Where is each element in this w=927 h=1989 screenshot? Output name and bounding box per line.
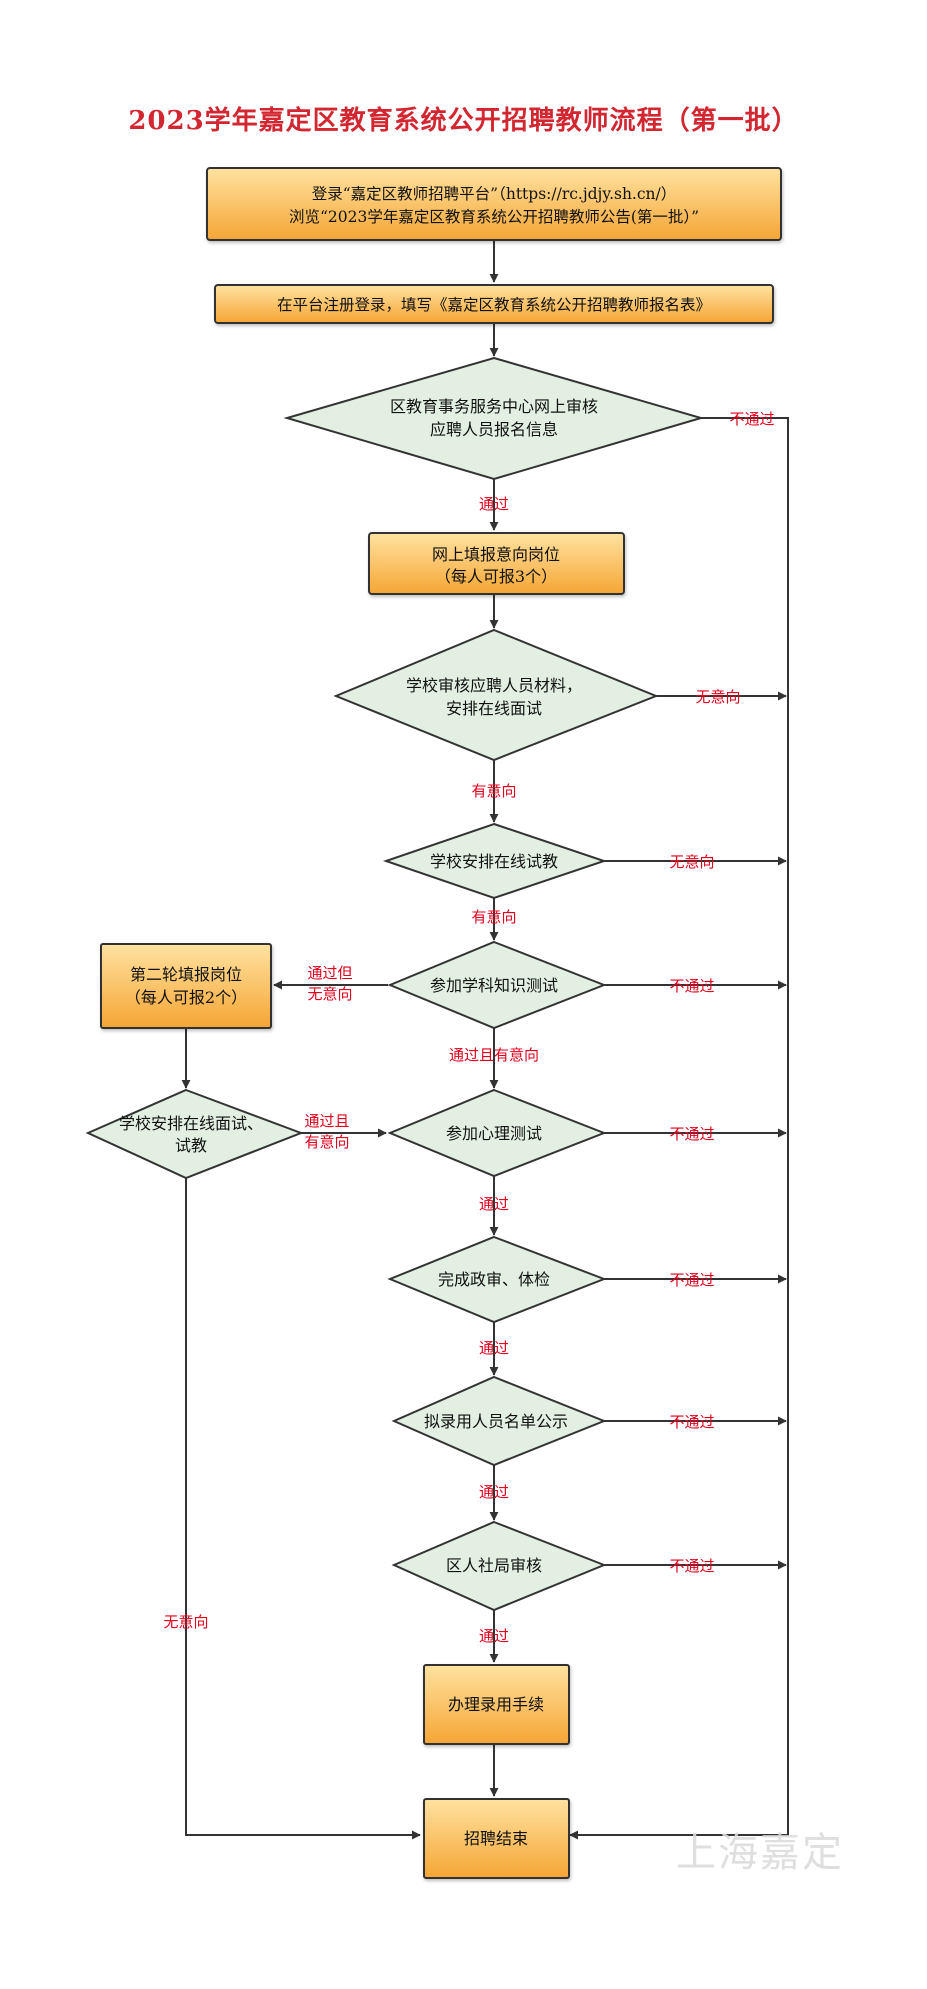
- edge-second-interview-end: [185, 1178, 421, 1840]
- node-end: [423, 1798, 570, 1879]
- node-politics-check-text: 完成政审、体检: [438, 1270, 550, 1289]
- node-register: [214, 284, 774, 324]
- node-apply-text-1: 网上填报意向岗位: [432, 545, 560, 564]
- node-register-text: 在平台注册登录，填写《嘉定区教育系统公开招聘教师报名表》: [277, 296, 711, 314]
- label-fail-review: 不通过: [729, 410, 774, 428]
- label-pass-intent-subject: 通过且有意向: [449, 1046, 539, 1064]
- label-no-intent-second: 无意向: [163, 1613, 208, 1631]
- node-hr-review-text: 区人社局审核: [446, 1556, 542, 1575]
- label-pass-publicity: 通过: [479, 1483, 509, 1501]
- node-subject-test: [387, 940, 607, 1030]
- page-title: 2023学年嘉定区教育系统公开招聘教师流程（第一批）: [128, 106, 799, 136]
- label-pass-psych: 通过: [479, 1195, 509, 1213]
- label-fail-psych: 不通过: [669, 1125, 714, 1143]
- node-login: [206, 167, 782, 241]
- label-no-intent-school: 无意向: [695, 688, 740, 706]
- node-subject-test-text: 参加学科知识测试: [430, 976, 558, 995]
- node-second-round-text-1: 第二轮填报岗位: [130, 965, 242, 984]
- node-review-text-2: 应聘人员报名信息: [430, 420, 558, 439]
- node-trial-teach: [382, 822, 608, 900]
- node-login-text-2: 浏览“2023学年嘉定区教育系统公开招聘教师公告(第一批）”: [289, 208, 699, 226]
- label-intent-trial: 有意向: [471, 908, 516, 926]
- node-hire: [423, 1664, 570, 1745]
- label-pass-hr: 通过: [479, 1627, 509, 1645]
- node-hire-text: 办理录用手续: [448, 1695, 544, 1714]
- label-pass-politics: 通过: [479, 1339, 509, 1357]
- node-publicity-text: 拟录用人员名单公示: [424, 1412, 568, 1431]
- label-pass-no-intent-1: 通过但: [307, 964, 352, 982]
- node-hr-review: [391, 1520, 607, 1612]
- node-second-interview-text-2: 试教: [175, 1136, 207, 1155]
- node-apply-text-2: （每人可报3个）: [435, 567, 557, 586]
- label-fail-hr: 不通过: [669, 1557, 714, 1575]
- label-intent-school: 有意向: [471, 782, 516, 800]
- edge-review-fail-rail: [569, 417, 789, 1840]
- label-fail-publicity: 不通过: [669, 1413, 714, 1431]
- node-psych-test: [387, 1088, 607, 1178]
- node-review-text-1: 区教育事务服务中心网上审核: [390, 397, 598, 416]
- node-psych-test-text: 参加心理测试: [446, 1124, 542, 1143]
- node-apply: [368, 532, 625, 595]
- label-pass-intent-second-1: 通过且: [304, 1112, 349, 1130]
- label-pass-no-intent-2: 无意向: [307, 985, 352, 1003]
- node-second-round-text-2: （每人可报2个）: [125, 988, 247, 1007]
- watermark-logo: 上海嘉定: [676, 1830, 844, 1876]
- node-second-interview: [85, 1088, 304, 1180]
- label-pass-review: 通过: [479, 495, 509, 513]
- label-no-intent-trial: 无意向: [669, 853, 714, 871]
- node-politics-check: [387, 1235, 607, 1324]
- node-school-review-text-1: 学校审核应聘人员材料，: [406, 676, 582, 695]
- node-second-round: [100, 943, 272, 1029]
- node-school-review-text-2: 安排在线面试: [446, 699, 542, 718]
- node-trial-teach-text: 学校安排在线试教: [430, 852, 558, 871]
- label-pass-intent-second-2: 有意向: [304, 1133, 349, 1151]
- node-publicity: [391, 1375, 607, 1467]
- label-fail-subject: 不通过: [669, 977, 714, 995]
- node-end-text: 招聘结束: [464, 1829, 528, 1848]
- node-review: [283, 356, 705, 481]
- label-fail-politics: 不通过: [669, 1271, 714, 1289]
- node-school-review: [333, 628, 659, 762]
- node-login-text-1: 登录“嘉定区教师招聘平台”（https://rc.jdjy.sh.cn/）: [312, 185, 677, 203]
- node-second-interview-text-1: 学校安排在线面试、: [119, 1114, 263, 1133]
